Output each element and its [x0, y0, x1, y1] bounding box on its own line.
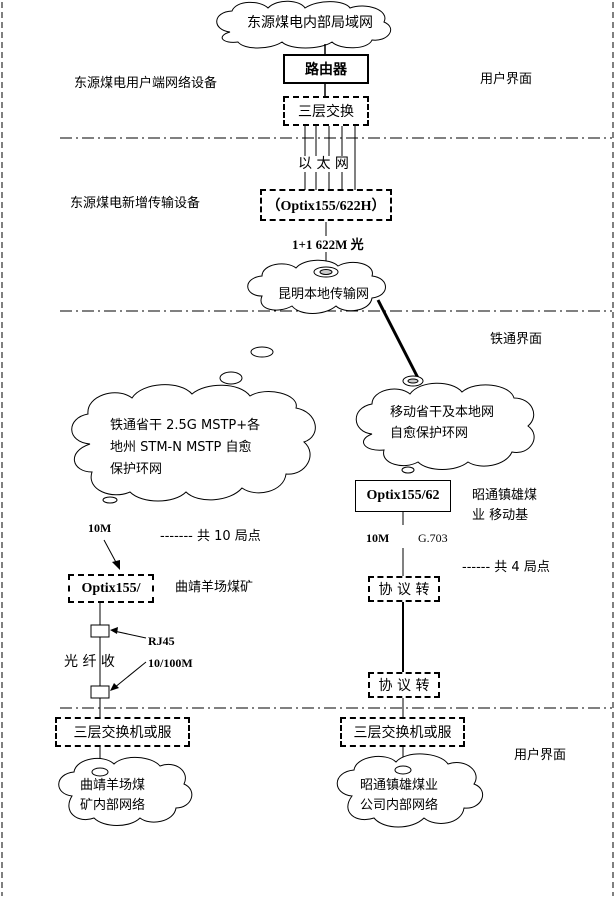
rj45-connector-bottom — [90, 685, 110, 699]
zhaotong-cloud-line2: 公司内部网络 — [360, 798, 439, 813]
railway-cloud-line1: 铁通省干 2.5G MSTP+各 — [110, 418, 261, 433]
optix-left-box: Optix155/ — [68, 574, 154, 603]
right-count-label: ------ 共 4 局点 — [462, 560, 550, 575]
zhaotong-label-line1: 昭通镇雄煤 — [472, 488, 538, 503]
qujing-cloud-shape — [58, 757, 193, 826]
user-interface-bottom-label: 用户界面 — [514, 748, 567, 763]
qujing-cloud-line1: 曲靖羊场煤 — [80, 778, 146, 793]
left-count-label: ------- 共 10 局点 — [160, 529, 261, 544]
rj45-connector-top — [90, 624, 110, 638]
railway-cloud-line3: 保护环网 — [110, 462, 163, 477]
l3-switch-left-box: 三层交换机或服 — [55, 717, 190, 747]
ethernet-label: 以 太 网 — [298, 156, 349, 172]
railway-interface-label: 铁通界面 — [490, 332, 543, 347]
user-interface-top-label: 用户界面 — [480, 72, 533, 87]
qujing-node-icon — [91, 767, 109, 777]
right-rate-label: 10M — [366, 531, 390, 545]
mobile-cloud-shape — [355, 382, 535, 470]
mobile-cloud-line1: 移动省干及本地网 — [390, 405, 495, 420]
protocol-converter-1-box: 协 议 转 — [368, 576, 440, 602]
new-transport-label: 东源煤电新增传输设备 — [70, 196, 201, 211]
left-rate-label: 10M — [88, 521, 112, 535]
link-top-label: 1+1 622M 光 — [292, 237, 364, 252]
optix-top-box: （Optix155/622H） — [260, 189, 392, 221]
bubble-1 — [250, 346, 274, 358]
l3-switch-right-box: 三层交换机或服 — [340, 717, 465, 747]
l3-switch-top-box: 三层交换 — [283, 96, 369, 126]
kunming-cloud-label: 昆明本地传输网 — [278, 287, 370, 302]
qujing-cloud-line2: 矿内部网络 — [80, 798, 146, 813]
zhaotong-cloud-shape — [336, 753, 484, 828]
rj45-label: RJ45 — [148, 634, 175, 648]
bubble-2 — [219, 371, 243, 385]
rate-10-100-label: 10/100M — [148, 656, 193, 670]
user-equipment-label: 东源煤电用户端网络设备 — [74, 76, 218, 91]
mobile-cloud-line2: 自愈保护环网 — [390, 426, 469, 441]
railway-cloud-line2: 地州 STM-N MSTP 自愈 — [110, 440, 252, 455]
top-cloud-label: 东源煤电内部局域网 — [247, 15, 373, 31]
right-iface-label: G.703 — [418, 531, 448, 545]
router-box: 路由器 — [283, 54, 369, 84]
fiber-receiver-label: 光 纤 收 — [64, 654, 115, 670]
zhaotong-label-line2: 业 移动基 — [472, 508, 529, 523]
top-cloud-shape — [216, 0, 392, 49]
railway-cloud-shape — [71, 384, 316, 502]
zhaotong-node-icon — [394, 765, 412, 775]
kunming-cloud-shape — [247, 259, 386, 314]
qujing-label: 曲靖羊场煤矿 — [175, 580, 254, 595]
protocol-converter-2-box: 协 议 转 — [368, 672, 440, 698]
optix-right-box: Optix155/62 — [355, 480, 451, 512]
zhaotong-cloud-line1: 昭通镇雄煤业 — [360, 778, 439, 793]
